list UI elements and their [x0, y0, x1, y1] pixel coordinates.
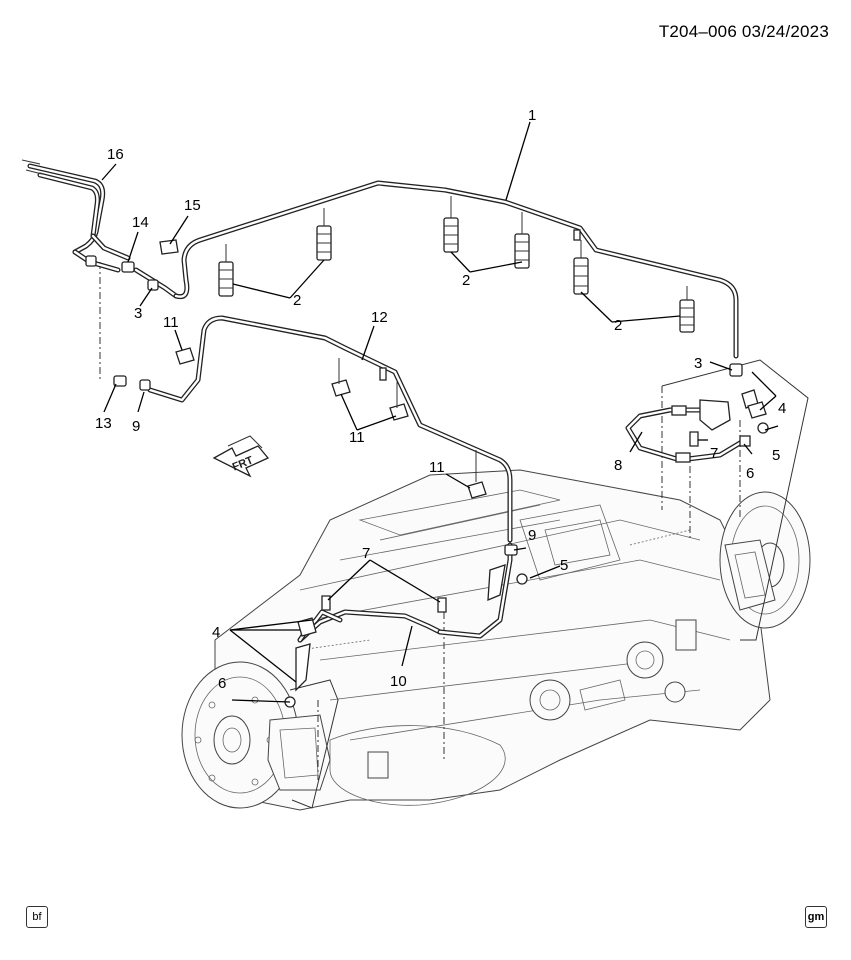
bolt-7-mid — [437, 597, 447, 613]
callout-12: 12 — [371, 309, 388, 326]
left-brake-hose — [295, 564, 506, 692]
brake-pipe-1 — [173, 180, 739, 359]
bracket-4-right — [747, 401, 767, 419]
callout-11-mid: 11 — [349, 429, 365, 446]
callout-6-left: 6 — [218, 675, 226, 692]
gm-logo-icon: gm — [805, 906, 827, 928]
bf-badge: bf — [26, 906, 48, 928]
clip-2f — [679, 299, 695, 333]
callout-14: 14 — [132, 214, 149, 231]
callout-4-right: 4 — [778, 400, 786, 417]
callout-labels: 1 2 2 2 2 3 3 4 4 5 5 6 6 7 7 8 9 9 10 1… — [95, 107, 786, 692]
fitting-9-upper — [139, 379, 151, 391]
callout-15: 15 — [184, 197, 201, 214]
fittings — [85, 239, 769, 708]
callout-5-right: 5 — [772, 447, 780, 464]
forward-arrow: FRT — [212, 435, 270, 478]
callout-2-mid: 2 — [462, 272, 470, 289]
clip-2b — [316, 225, 332, 261]
callout-16: 16 — [107, 146, 124, 163]
fitting-3-right — [729, 363, 743, 377]
fitting-3-upper — [147, 279, 159, 291]
callout-7-left: 7 — [362, 545, 370, 562]
clip-2e — [573, 257, 589, 295]
bolt-7-right — [689, 431, 699, 447]
callout-9-mid: 9 — [528, 527, 536, 544]
callout-7-right: 7 — [710, 445, 718, 462]
bolt-7-left — [321, 595, 331, 611]
brake-hose-8 — [625, 389, 759, 463]
clips-11 — [175, 347, 487, 499]
bolt-5-right — [757, 422, 769, 434]
bracket-15 — [159, 239, 179, 255]
callout-9-left: 9 — [132, 418, 140, 435]
callout-2-right: 2 — [614, 317, 622, 334]
bolt-5-mid — [516, 573, 528, 585]
callout-11-top: 11 — [163, 314, 179, 331]
callout-2-left: 2 — [293, 292, 301, 309]
brake-pipe-12 — [147, 315, 513, 543]
axle-assembly — [181, 469, 811, 811]
callout-4-left: 4 — [212, 624, 220, 641]
bracket-4-left — [297, 617, 317, 637]
clip-2a — [218, 261, 234, 297]
clip-2c — [443, 217, 459, 253]
brake-pipe-16 — [21, 159, 179, 299]
fitting-upper-left — [85, 255, 97, 267]
callout-1: 1 — [528, 107, 536, 124]
callout-11-lower: 11 — [429, 459, 445, 476]
callout-8: 8 — [614, 457, 622, 474]
diagram-id: T204–006 03/24/2023 — [658, 22, 829, 41]
callout-3-left: 3 — [134, 305, 142, 322]
callout-10: 10 — [390, 673, 407, 690]
leader-lines — [101, 121, 779, 703]
callout-6-right: 6 — [746, 465, 754, 482]
callout-3-right: 3 — [694, 355, 702, 372]
clips-2 — [218, 196, 695, 333]
union-13 — [113, 375, 127, 387]
callout-5-mid: 5 — [560, 557, 568, 574]
fitting-14 — [121, 261, 135, 273]
callout-13: 13 — [95, 415, 112, 432]
